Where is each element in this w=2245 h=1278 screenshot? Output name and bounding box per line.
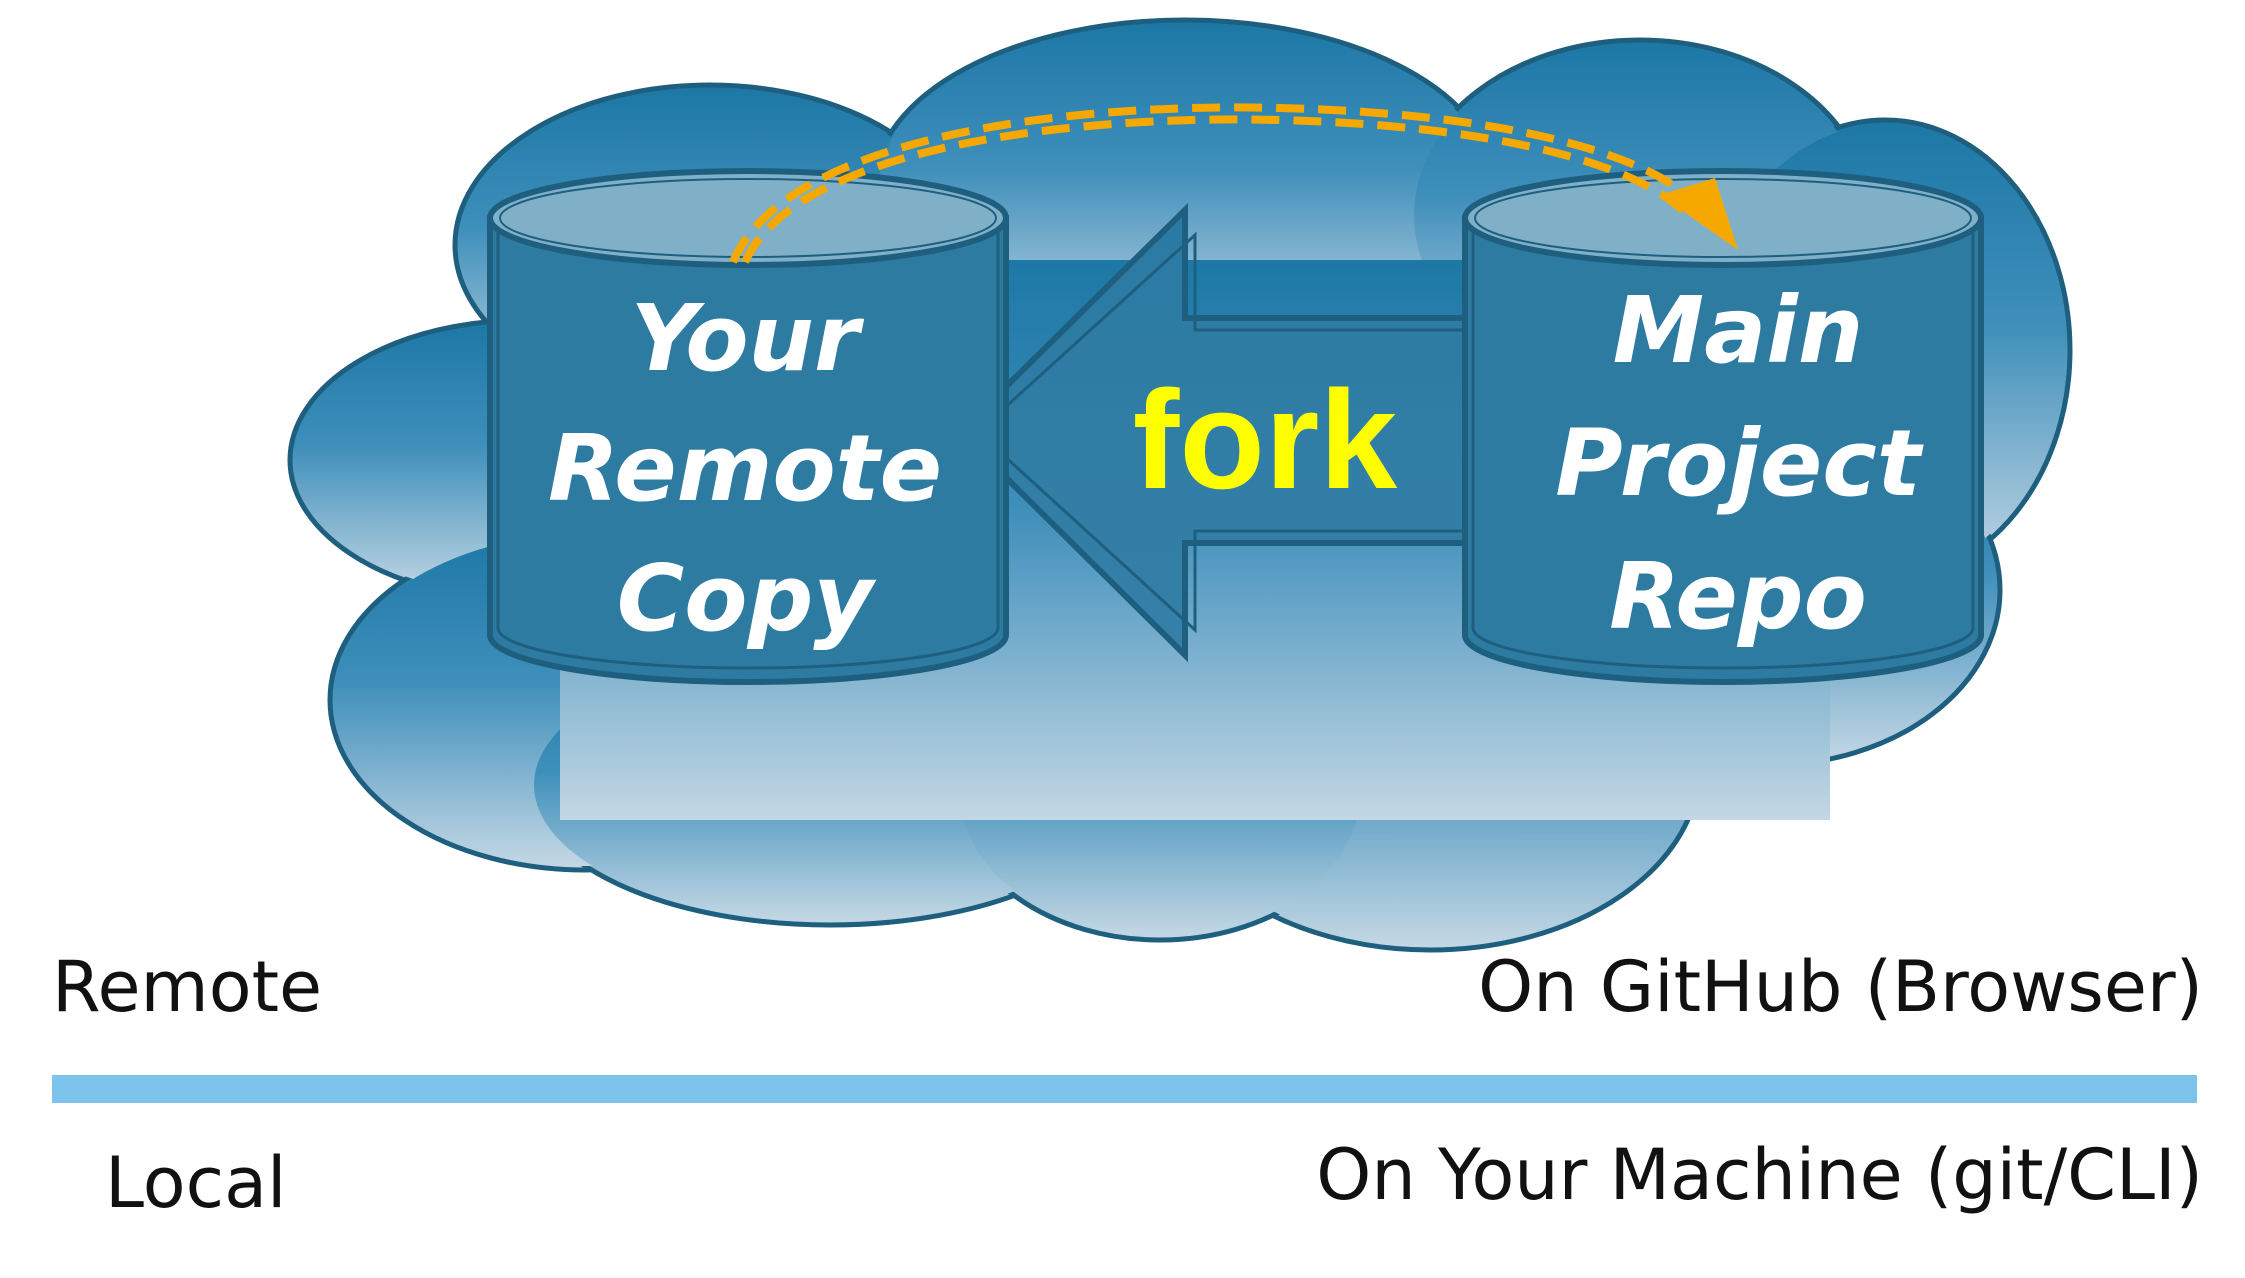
your-remote-copy-line-3: Copy — [617, 545, 878, 652]
main-project-repo-line-2: Project — [1555, 410, 1924, 517]
dashed-curved-arrow — [729, 103, 1738, 264]
your-remote-copy-repo: Your Remote Copy — [487, 168, 1009, 685]
your-remote-copy-line-1: Your — [631, 285, 865, 392]
your-remote-copy-line-2: Remote — [548, 415, 942, 522]
remote-description: On GitHub (Browser) — [1478, 946, 2203, 1028]
remote-label: Remote — [52, 946, 323, 1028]
dashed-arrow-head — [1660, 178, 1738, 250]
fork-arrow: fork — [955, 202, 1483, 663]
main-project-repo-line-3: Repo — [1609, 543, 1867, 650]
main-project-repo: Main Project Repo — [1462, 168, 1984, 685]
main-project-repo-line-1: Main — [1613, 277, 1864, 384]
local-label: Local — [105, 1142, 287, 1224]
remote-local-divider — [52, 1075, 2197, 1103]
local-description: On Your Machine (git/CLI) — [1316, 1134, 2203, 1216]
fork-label: fork — [1133, 361, 1398, 518]
